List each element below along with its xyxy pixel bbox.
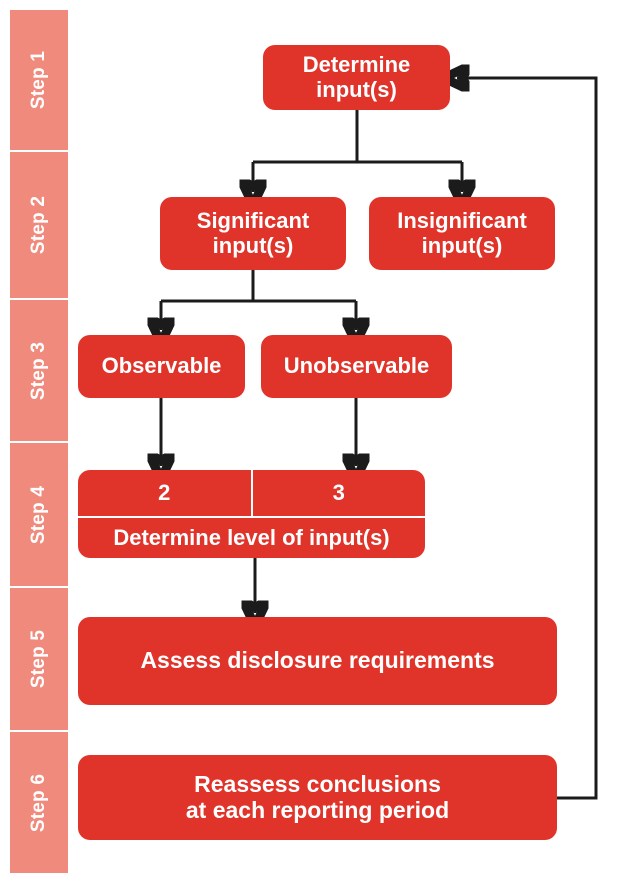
step-band-5-label: Step 5 bbox=[28, 629, 49, 689]
node-observable-label: Observable bbox=[101, 353, 222, 379]
node-significant-inputs-line1: Significant bbox=[196, 207, 310, 233]
step-band-4-label: Step 4 bbox=[28, 485, 49, 544]
connector-step1-split bbox=[253, 110, 462, 192]
node-significant-inputs[interactable]: Significant input(s) bbox=[160, 197, 346, 270]
node-significant-inputs-line2: input(s) bbox=[212, 232, 294, 258]
node-reassess-line1: Reassess conclusions bbox=[194, 770, 441, 797]
node-insignificant-inputs-line1: Insignificant bbox=[397, 207, 527, 233]
level-cell-3[interactable]: 3 bbox=[250, 470, 426, 516]
node-reassess-conclusions[interactable]: Reassess conclusions at each reporting p… bbox=[78, 755, 557, 840]
node-determine-inputs[interactable]: Determine input(s) bbox=[263, 45, 450, 110]
node-unobservable[interactable]: Unobservable bbox=[261, 335, 452, 398]
node-observable[interactable]: Observable bbox=[78, 335, 245, 398]
node-assess-disclosure-label: Assess disclosure requirements bbox=[140, 647, 495, 674]
level-table-caption: Determine level of input(s) bbox=[113, 525, 390, 550]
node-determine-inputs-text: Determine input(s) bbox=[302, 51, 411, 102]
node-reassess-conclusions-text: Reassess conclusions at each reporting p… bbox=[185, 770, 450, 824]
step-band-5: Step 5 bbox=[10, 588, 68, 730]
node-insignificant-inputs-text: Insignificant input(s) bbox=[397, 207, 527, 258]
step-band-1-label: Step 1 bbox=[28, 50, 49, 110]
level-cell-2[interactable]: 2 bbox=[158, 480, 171, 505]
node-significant-inputs-text: Significant input(s) bbox=[196, 207, 310, 258]
node-reassess-line2: at each reporting period bbox=[185, 796, 450, 823]
step-band-2: Step 2 bbox=[10, 152, 68, 298]
node-unobservable-label: Unobservable bbox=[283, 353, 430, 379]
step-band-6-label: Step 6 bbox=[28, 773, 49, 832]
level-table-header-row: 2 3 bbox=[78, 470, 425, 518]
node-insignificant-inputs[interactable]: Insignificant input(s) bbox=[369, 197, 555, 270]
step-band-3-label: Step 3 bbox=[28, 341, 49, 400]
step-band-2-label: Step 2 bbox=[28, 195, 49, 255]
step-band-3: Step 3 bbox=[10, 300, 68, 441]
node-insignificant-inputs-line2: input(s) bbox=[421, 232, 503, 258]
node-determine-inputs-line2: input(s) bbox=[316, 76, 397, 102]
node-determine-inputs-line1: Determine bbox=[302, 51, 411, 77]
connector-step2-split bbox=[161, 270, 356, 330]
step-band-6: Step 6 bbox=[10, 732, 68, 873]
node-assess-disclosure[interactable]: Assess disclosure requirements bbox=[78, 617, 557, 705]
step-band-1: Step 1 bbox=[10, 10, 68, 150]
node-determine-level-table[interactable]: 2 3 Determine level of input(s) bbox=[78, 470, 425, 558]
step-band-4: Step 4 bbox=[10, 443, 68, 586]
